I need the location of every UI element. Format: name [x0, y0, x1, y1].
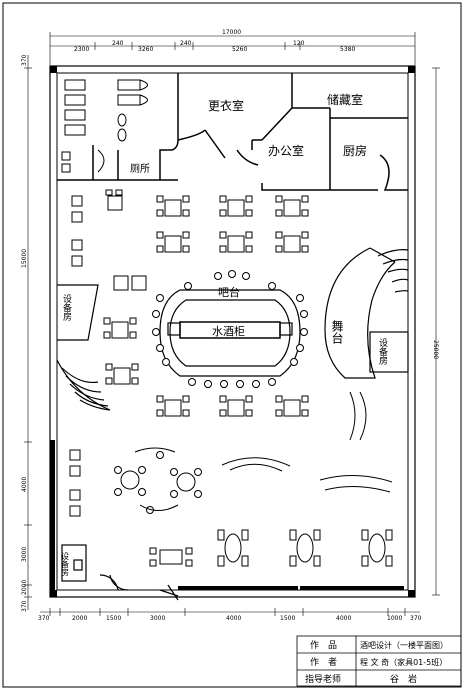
label-bar: 吧台	[218, 285, 240, 299]
dim-bottom-1: 370	[38, 615, 50, 622]
label-office: 办公室	[268, 143, 304, 158]
dim-top-5: 5260	[232, 46, 247, 53]
dim-top-7: 5380	[340, 46, 355, 53]
left-equipment	[56, 284, 111, 411]
dim-bottom-2: 2000	[72, 615, 87, 622]
wall-fill	[50, 66, 415, 597]
dim-top-1: 2300	[74, 46, 89, 53]
dim-bottom-8: 1000	[387, 615, 402, 622]
dim-bottom-7: 4000	[336, 615, 351, 622]
label-bar-cabinet: 水酒柜	[212, 325, 245, 338]
dim-left-1: 370	[21, 54, 28, 66]
bar-counter	[159, 289, 301, 377]
label-equipment-bottom: 设备房	[61, 551, 70, 577]
dim-top-6: 120	[293, 40, 305, 47]
left-dimensions	[24, 55, 32, 610]
outer-wall-outer	[49, 65, 416, 598]
booths	[217, 529, 393, 567]
stage	[324, 247, 409, 379]
right-dimensions	[432, 67, 440, 596]
dim-bottom-5: 4000	[226, 615, 241, 622]
title-author-label: 作 者	[310, 656, 337, 668]
label-storage-room: 储藏室	[327, 92, 363, 107]
bottom-dimensions	[40, 608, 420, 616]
title-block	[296, 635, 462, 687]
dim-bottom-9: 370	[410, 615, 422, 622]
label-equipment-right: 设备房	[377, 338, 388, 366]
toilet-fixtures	[61, 79, 148, 173]
dim-top-4: 240	[180, 40, 192, 47]
round-tables	[114, 451, 202, 514]
bar-stools	[152, 270, 308, 388]
dim-left-5: 2000	[21, 580, 28, 595]
dim-left-3: 4000	[21, 477, 28, 492]
title-advisor-value: 谷 岩	[390, 673, 417, 685]
curved-sofas	[134, 391, 393, 511]
dim-left-6: 370	[21, 600, 28, 612]
title-work-label: 作 品	[310, 639, 337, 651]
dim-top-2: 240	[112, 40, 124, 47]
dim-top-3: 3260	[138, 46, 153, 53]
partitions	[57, 73, 408, 191]
entrance	[61, 544, 179, 601]
dim-bottom-4: 3000	[150, 615, 165, 622]
title-work-value: 酒吧设计（一楼平面图）	[360, 640, 448, 650]
top-dimensions	[49, 32, 416, 65]
title-advisor-label: 指导老师	[305, 673, 341, 685]
dim-left-2: 15000	[21, 249, 28, 268]
label-stage: 舞台	[330, 320, 344, 344]
dim-left-4: 3000	[21, 547, 28, 562]
label-changing-room: 更衣室	[208, 98, 244, 113]
dim-bottom-3: 1500	[106, 615, 121, 622]
dim-bottom-6: 1500	[280, 615, 295, 622]
label-toilet: 厕所	[130, 163, 150, 175]
label-equipment-left: 设备房	[61, 294, 72, 322]
label-kitchen: 厨房	[343, 143, 367, 158]
square-tables	[69, 189, 309, 567]
title-author-value: 程 文 奇（家具01-5班）	[360, 657, 447, 667]
dim-right-total: 25000	[432, 340, 439, 359]
dim-top-total: 17000	[222, 29, 241, 36]
